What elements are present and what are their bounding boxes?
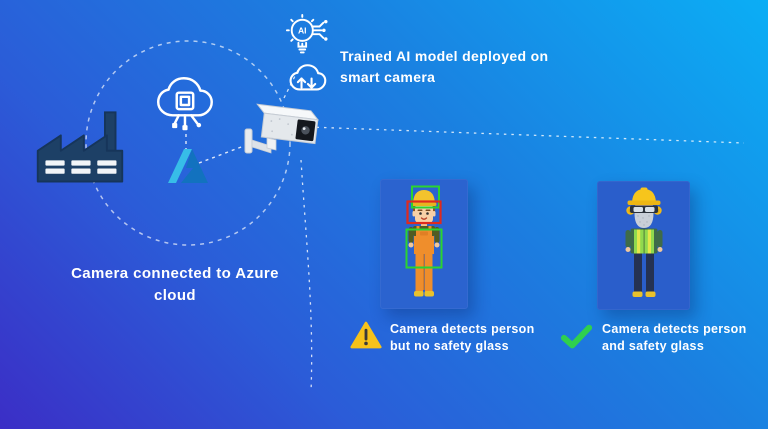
cctv-camera-icon [244,103,320,154]
cloud-chip-icon [156,77,213,131]
camera-fov-line-right [308,126,745,144]
connected-annotation: Camera connected to Azure cloud [60,263,290,307]
check-icon [560,324,593,349]
ai-label: AI [298,26,307,36]
azure-logo [168,149,208,183]
detection-box-body [405,228,443,269]
detection-box-face [406,200,442,225]
warning-caption: Camera detects person but no safety glas… [390,321,555,354]
factory-icon [36,111,124,183]
deployed-line1: Trained AI model deployed on [340,48,549,64]
azure-coverage-circle [85,40,291,246]
detection-panel-no-ppe [380,179,468,309]
deployed-line2: smart camera [340,69,436,85]
ai-lightbulb-icon: AI [285,14,328,54]
success-caption-line2: and safety glass [602,338,705,353]
success-caption-line1: Camera detects person [602,322,747,336]
camera-fov-line-down [300,159,313,393]
worker-with-glasses [625,187,662,297]
deployed-annotation: Trained AI model deployed on smart camer… [340,46,580,88]
worker-without-glasses [405,185,443,297]
face-mask [634,213,653,228]
warning-caption-line1: Camera detects person [390,322,535,336]
detection-box-hat [411,185,440,209]
warning-caption-line2: but no safety glass [390,338,509,353]
success-caption: Camera detects person and safety glass [602,321,757,354]
connected-line2: cloud [154,286,196,304]
connected-line1: Camera connected to Azure [71,265,279,282]
cloud-sync-icon [289,64,327,91]
detection-panel-ppe [597,181,690,310]
warning-triangle-icon [350,321,382,349]
